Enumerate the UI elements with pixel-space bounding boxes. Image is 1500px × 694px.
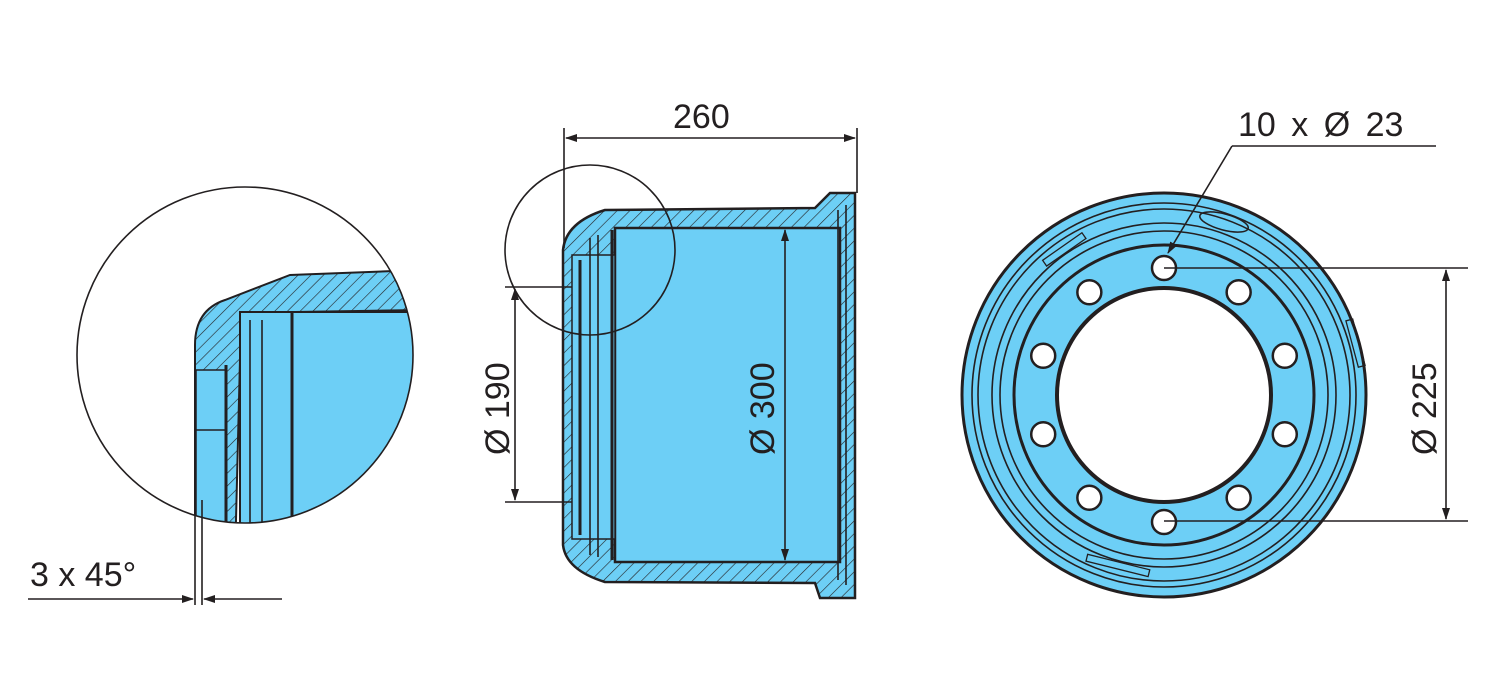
drum-interior <box>613 226 842 564</box>
detail-inner-face <box>239 311 413 523</box>
bolt-circle-label: Ø 225 <box>1406 362 1444 455</box>
bolt-hole <box>1225 484 1252 511</box>
bolt-hole <box>1029 342 1057 370</box>
chamfer-label: 3 x 45° <box>30 556 136 594</box>
center-bore <box>1055 286 1273 504</box>
front-view: 10 x Ø 23 Ø 225 <box>960 106 1468 599</box>
detail-circle <box>76 186 414 524</box>
bolt-hole <box>1271 420 1299 448</box>
bolt-hole <box>1029 420 1057 448</box>
drum-diameter-label: Ø 300 <box>744 362 782 455</box>
inner-flange-diameter-label: Ø 190 <box>479 362 517 455</box>
bolt-hole <box>1150 508 1178 536</box>
side-section-view: 260 Ø 190 Ø 300 <box>479 98 858 600</box>
detail-reference-circle <box>504 164 676 336</box>
detail-view: 3 x 45° <box>28 186 414 605</box>
bolt-hole <box>1076 484 1103 511</box>
bolt-hole <box>1225 279 1252 306</box>
bolt-hole <box>1271 342 1299 370</box>
hub-flange-edge <box>1012 243 1316 547</box>
bolt-holes-label: 10 x Ø 23 <box>1238 106 1403 144</box>
length-label: 260 <box>673 98 730 136</box>
bolt-hole <box>1076 279 1103 306</box>
